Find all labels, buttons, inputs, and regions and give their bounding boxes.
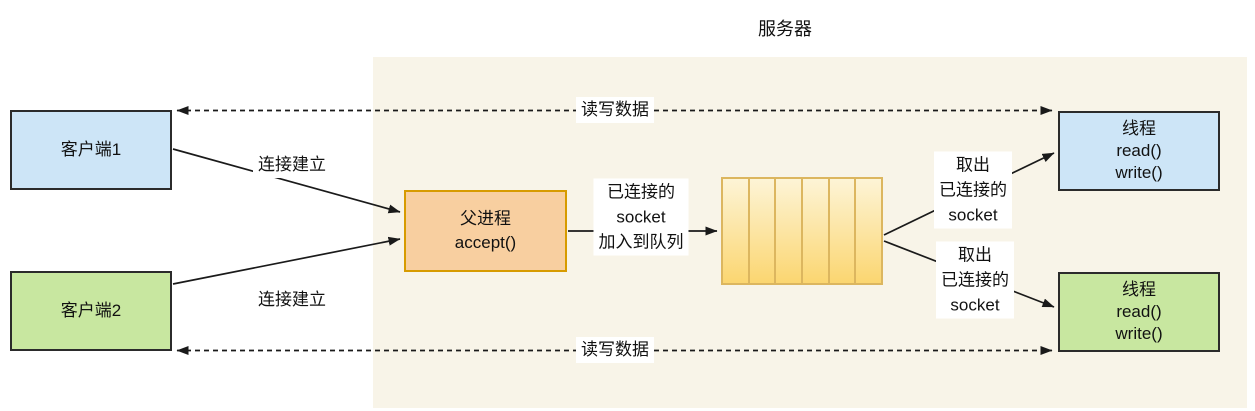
edge-label-dequeue1-line2: 已连接的	[939, 180, 1007, 200]
node-socket-queue	[721, 177, 883, 285]
edge-label-dequeue2-line1: 取出	[958, 245, 992, 265]
node-thread2-label-line1: 线程	[1122, 280, 1156, 299]
node-client2: 客户端2	[10, 271, 172, 351]
edge-label-dequeue1-line1: 取出	[956, 155, 990, 175]
edge-label-enqueue-line2: socket	[616, 207, 666, 227]
queue-cell	[748, 178, 776, 284]
edge-label-dequeue1-line3: socket	[948, 205, 998, 225]
node-thread1-label-line1: 线程	[1122, 119, 1156, 138]
node-thread1: 线程 read() write()	[1058, 111, 1220, 191]
queue-cell	[855, 178, 883, 284]
node-thread2: 线程 read() write()	[1058, 272, 1220, 352]
node-client1-label: 客户端1	[60, 140, 122, 159]
edge-label-readwrite-bottom: 读写数据	[576, 337, 654, 363]
node-client2-label: 客户端2	[60, 301, 122, 320]
node-thread1-label-line3: write()	[1115, 163, 1163, 182]
edge-label-dequeue2-line3: socket	[950, 295, 1000, 315]
edge-label-dequeue2-line2: 已连接的	[941, 270, 1009, 290]
edge-label-readwrite-top: 读写数据	[576, 97, 654, 123]
edge-label-connect1: 连接建立	[253, 152, 331, 178]
edge-label-connect2: 连接建立	[253, 287, 331, 313]
edge-label-dequeue1: 取出 已连接的 socket	[934, 151, 1012, 229]
edge-label-dequeue2: 取出 已连接的 socket	[936, 241, 1014, 319]
edge-connect-client1-to-parent	[172, 148, 401, 214]
node-thread1-label-line2: read()	[1116, 141, 1162, 160]
queue-cell	[775, 178, 803, 284]
edge-label-enqueue-line3: 加入到队列	[598, 232, 684, 252]
edge-connect-client2-to-parent	[172, 236, 401, 285]
node-thread2-label-line2: read()	[1116, 302, 1162, 321]
node-parent-label-line2: accept()	[454, 233, 517, 252]
node-parent-label-line1: 父进程	[460, 209, 511, 228]
queue-cell	[722, 178, 749, 284]
edge-label-enqueue-line1: 已连接的	[607, 182, 675, 202]
node-parent-process-accept: 父进程 accept()	[404, 190, 567, 272]
node-client1: 客户端1	[10, 110, 172, 190]
diagram-title: 服务器	[758, 19, 812, 39]
node-thread2-label-line3: write()	[1115, 324, 1163, 343]
queue-cell	[828, 178, 856, 284]
edge-label-enqueue: 已连接的 socket 加入到队列	[593, 178, 689, 256]
queue-cell	[802, 178, 829, 284]
